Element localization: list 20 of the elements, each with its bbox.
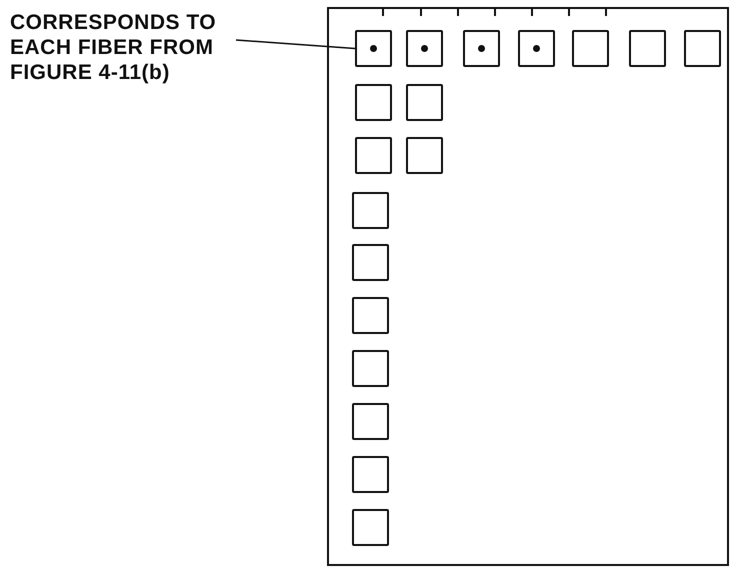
- square-box: [629, 30, 666, 67]
- square-box: [406, 30, 443, 67]
- square-box: [572, 30, 609, 67]
- square-box: [352, 350, 389, 387]
- leader-line: [236, 39, 356, 50]
- square-box: [406, 137, 443, 174]
- square-box: [352, 456, 389, 493]
- square-box: [406, 84, 443, 121]
- square-box: [352, 244, 389, 281]
- square-box: [684, 30, 721, 67]
- square-box: [463, 30, 500, 67]
- square-box: [352, 192, 389, 229]
- square-box: [518, 30, 555, 67]
- square-box: [355, 30, 392, 67]
- square-box: [352, 297, 389, 334]
- square-box: [355, 84, 392, 121]
- square-box: [355, 137, 392, 174]
- square-box: [352, 509, 389, 546]
- square-box: [352, 403, 389, 440]
- callout-text: CORRESPONDS TO EACH FIBER FROM FIGURE 4-11(b): [10, 10, 240, 85]
